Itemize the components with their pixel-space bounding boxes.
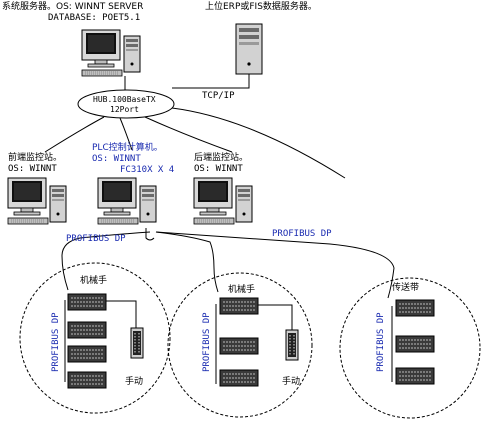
cell1-drive-3 <box>67 345 107 363</box>
hub-plc-link <box>119 117 133 151</box>
erp-server-label: 上位ERP或FIS数据服务器。 <box>205 0 317 12</box>
plc-station-label-line2: OS: WINNT <box>92 154 141 164</box>
robot-cell-1: 机械手 PROFIBUS DP 手动 <box>19 255 171 414</box>
cell3-drive-2 <box>395 335 435 353</box>
erp-hub-link <box>172 74 250 89</box>
cell2-handheld-icon <box>285 329 299 361</box>
front-station-label-line1: 前端监控站。 <box>8 151 62 163</box>
cell1-drive-2 <box>67 321 107 339</box>
hub-extra-link <box>171 107 346 179</box>
plc-station-label-line3: FC310X X 4 <box>120 165 174 175</box>
front-station-icon <box>7 177 67 225</box>
system-server-icon <box>81 29 141 77</box>
cell1-drive-4 <box>67 371 107 389</box>
cell1-title: 机械手 <box>80 274 107 286</box>
rear-station-icon <box>193 177 253 225</box>
tcpip-label: TCP/IP <box>202 91 235 101</box>
profibus-right-label: PROFIBUS DP <box>272 229 332 239</box>
erp-server-icon <box>235 23 263 75</box>
cell2-handheld-label: 手动 <box>282 375 300 387</box>
hub-rear-link <box>144 116 233 153</box>
cell2-drive-2 <box>219 337 259 355</box>
hub-node: HUB.100BaseTX 12Port <box>77 89 175 119</box>
rear-station-label-line1: 后端监控站。 <box>194 151 248 163</box>
cell3-bus-label: PROFIBUS DP <box>376 312 386 372</box>
cell3-drive-3 <box>395 367 435 385</box>
cell1-handheld-label: 手动 <box>125 375 143 387</box>
hub-front-link <box>44 116 105 153</box>
cell1-drive-1 <box>67 293 107 311</box>
server-label-line1: 系统服务器。OS: WINNT SERVER <box>2 0 143 12</box>
robot-cell-2: 机械手 PROFIBUS DP 手动 <box>167 267 313 418</box>
rear-station-label-line2: OS: WINNT <box>194 164 243 174</box>
cell2-drive-1 <box>219 297 259 315</box>
cell1-handheld-icon <box>130 327 144 359</box>
hub-label-line2: 12Port <box>110 105 139 114</box>
cell2-drive-3 <box>219 369 259 387</box>
cell1-bus-label: PROFIBUS DP <box>51 312 61 372</box>
profibus-left-label: PROFIBUS DP <box>66 234 126 244</box>
plc-station-label-line1: PLC控制计算机。 <box>92 141 163 153</box>
server-label-line2: DATABASE: POET5.1 <box>48 13 140 23</box>
cell2-title: 机械手 <box>228 283 255 295</box>
cell2-bus-label: PROFIBUS DP <box>202 312 212 372</box>
profibus-trunk <box>61 228 395 269</box>
hub-label-line1: HUB.100BaseTX <box>93 95 156 104</box>
plc-station-icon <box>97 177 157 225</box>
cell3-drive-1 <box>395 299 435 317</box>
conveyor-cell: 传送带 PROFIBUS DP <box>339 267 481 419</box>
cell3-title: 传送带 <box>392 281 419 293</box>
front-station-label-line2: OS: WINNT <box>8 164 57 174</box>
